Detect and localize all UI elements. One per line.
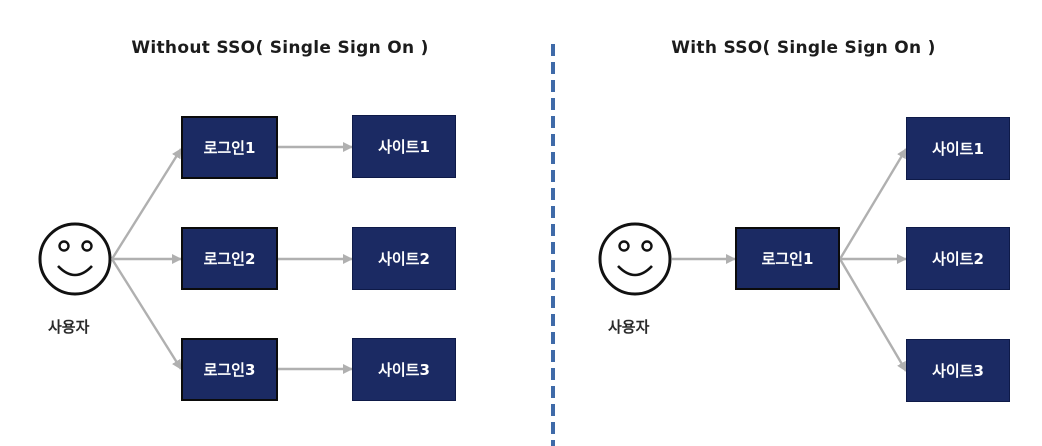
login-to-site-arrows-left xyxy=(278,142,353,374)
user-label-right: 사용자 xyxy=(608,318,650,336)
site-box-3-left: 사이트3 xyxy=(352,338,456,401)
with-sso-title: With SSO( Single Sign On ) xyxy=(671,38,936,58)
user-face-icon-left xyxy=(38,222,112,296)
login-box-2: 로그인2 xyxy=(181,227,278,290)
user-face-icon-right xyxy=(598,222,672,296)
user-to-login-arrows-left xyxy=(110,148,183,370)
sso-login-box: 로그인1 xyxy=(735,227,840,290)
site-box-1-left: 사이트1 xyxy=(352,115,456,178)
user-label-left: 사용자 xyxy=(48,318,90,336)
site-box-2-right: 사이트2 xyxy=(906,227,1010,290)
site-box-3-right: 사이트3 xyxy=(906,339,1010,402)
section-divider xyxy=(551,44,555,446)
site-box-2-left: 사이트2 xyxy=(352,227,456,290)
site-box-1-right: 사이트1 xyxy=(906,117,1010,180)
login-box-3: 로그인3 xyxy=(181,338,278,401)
login-to-site-arrows-right xyxy=(838,148,908,372)
login-box-1: 로그인1 xyxy=(181,116,278,179)
without-sso-title: Without SSO( Single Sign On ) xyxy=(131,38,429,58)
